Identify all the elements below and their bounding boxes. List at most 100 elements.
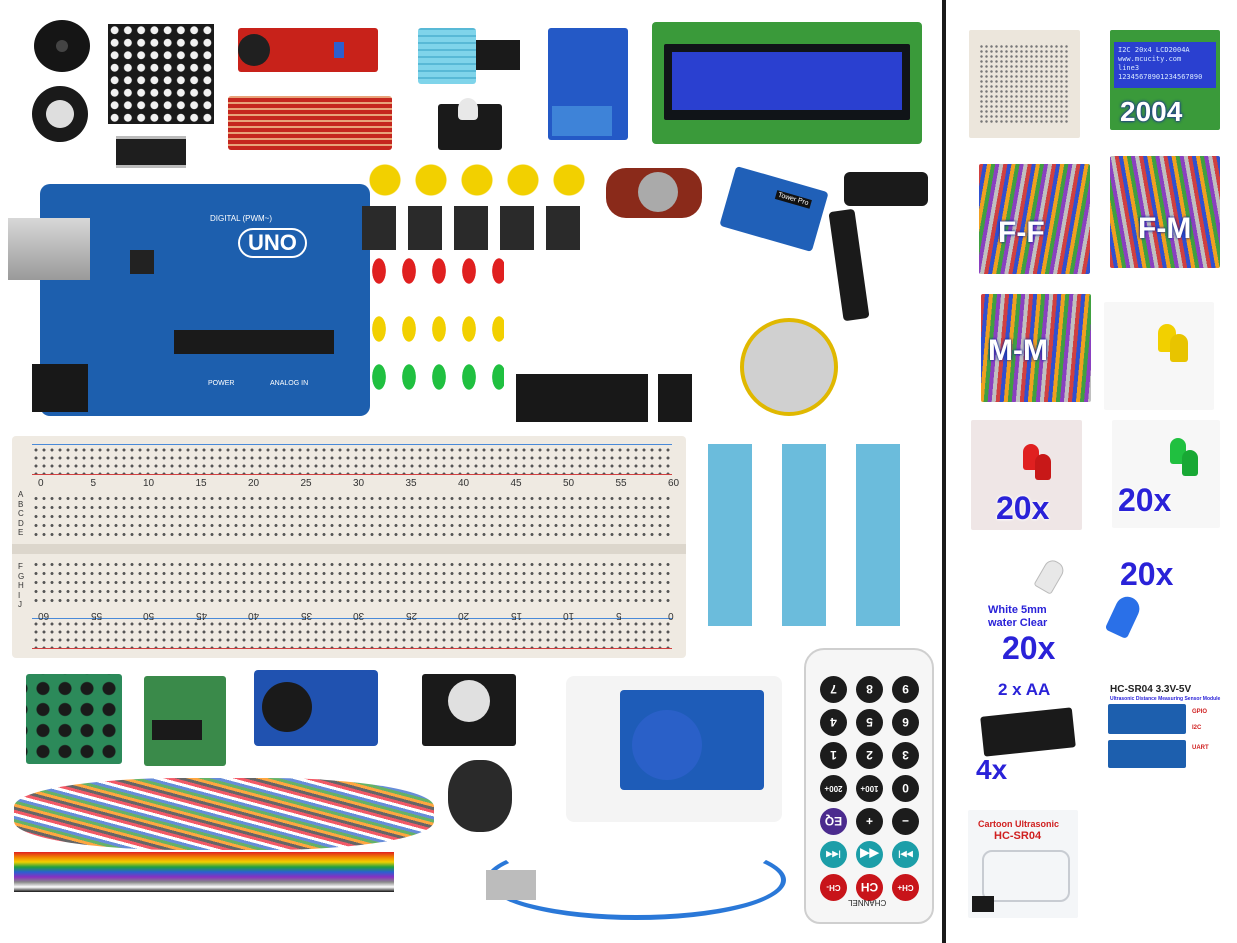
joystick-cap [448, 760, 512, 832]
breadboard-col-number: 15 [195, 478, 207, 489]
breadboard-col-number: 25 [405, 610, 417, 621]
breadboard-row-letter: H [18, 581, 24, 590]
lcd-line-1: I2C 20x4 LCD2004A [1118, 46, 1190, 54]
jumper-wire-bundle [14, 778, 434, 850]
battery-snap-connector [844, 172, 928, 206]
mm-label: M-M [988, 334, 1048, 367]
white-led-count: 20x [1002, 630, 1056, 666]
cartoon-line-2: HC-SR04 [994, 830, 1042, 842]
breadboard-col-number: 10 [563, 610, 575, 621]
breadboard-col-number: 40 [458, 478, 470, 489]
led-dot-matrix [108, 24, 214, 124]
remote-button: ▶▶| [892, 841, 919, 868]
lcd-line-4: 12345678901234567890 [1118, 73, 1203, 81]
buzzer [34, 20, 90, 72]
single-digit-7-segment-display [658, 374, 692, 422]
breadboard-col-number: 5 [615, 610, 622, 621]
lcd-line-2: www.mcucity.com [1118, 55, 1182, 63]
fm-label: F-M [1138, 212, 1192, 245]
power-header-label: POWER [208, 380, 235, 387]
battery-count: 4x [976, 754, 1008, 785]
tactile-switches [362, 206, 592, 250]
breadboard-col-number: 20 [248, 478, 260, 489]
micro-servo: Tower Pro [719, 165, 829, 253]
breadboard-row-letter: G [18, 571, 25, 581]
white-led-caption-2: water Clear [988, 617, 1048, 629]
remote-button: 1 [820, 742, 847, 769]
resistors [702, 444, 924, 626]
remote-button: − [892, 808, 919, 835]
uno-logo: UNO [238, 228, 307, 258]
ultrasonic-subtitle: Ultrasonic Distance Measuring Sensor Mod… [1110, 696, 1221, 702]
battery-holder [980, 707, 1076, 757]
lcd-1602-module [652, 22, 922, 144]
digital-header-label: DIGITAL (PWM~) [210, 214, 272, 223]
ultrasonic-module-image-2 [1108, 740, 1186, 768]
mm-jumper-tile [981, 294, 1091, 402]
remote-button: 4 [820, 709, 847, 736]
relay-module [548, 28, 628, 140]
kit-photo: UNO DIGITAL (PWM~) POWER ANALOG IN Tower… [8, 20, 934, 924]
usb-b-connector [8, 218, 90, 280]
breadboard-col-number: 50 [563, 478, 575, 489]
breadboard-row-letter: B [18, 499, 24, 509]
breadboard-col-number: 30 [353, 610, 365, 621]
cartoon-line-1: Cartoon Ultrasonic [978, 819, 1060, 829]
remote-button: |◀◀ [820, 841, 847, 868]
remote-button: 7 [820, 676, 847, 703]
4x4-keypad-module [26, 674, 122, 764]
button-caps [362, 160, 592, 200]
water-level-sensor [228, 96, 392, 150]
breadboard-col-number: 30 [353, 478, 365, 489]
potentiometer [606, 168, 702, 218]
breadboard-col-number: 0 [668, 610, 674, 621]
breadboard-col-number: 40 [248, 610, 260, 621]
shift-register-chip [116, 136, 186, 168]
analog-header-label: ANALOG IN [270, 380, 309, 387]
passive-buzzer [21, 75, 99, 153]
yellow-leds [364, 314, 504, 344]
rfid-reader-card [566, 676, 782, 822]
accessory-panel: I2C 20x4 LCD2004A www.mcucity.com line3 … [946, 0, 1237, 943]
breadboard [12, 436, 686, 658]
ff-label: F-F [998, 216, 1045, 249]
breadboard-row-letter: E [18, 528, 24, 537]
lcd-line-3: line3 [1118, 64, 1140, 72]
barrel-plug [828, 208, 870, 322]
breadboard-col-number: 35 [300, 610, 312, 621]
battery-title: 2 x AA [998, 680, 1051, 699]
breadboard-col-number: 60 [38, 610, 50, 621]
remote-button: 200+ [820, 775, 847, 802]
remote-button: 0 [892, 775, 919, 802]
fm-jumper-tile [1110, 156, 1220, 268]
yellow-led-tile [1104, 302, 1214, 410]
ultrasonic-bracket-tile [968, 810, 1078, 918]
usb-a-plug [486, 870, 536, 900]
remote-button: CH+ [892, 874, 919, 901]
white-led-icon [1033, 557, 1067, 595]
stepper-driver-board [144, 676, 226, 766]
dc-power-jack [32, 364, 88, 412]
ff-jumper-tile [979, 164, 1090, 274]
remote-button: 6 [892, 709, 919, 736]
blue-led-icon [1104, 592, 1144, 640]
breadboard-col-number: 5 [90, 478, 97, 489]
remote-button: + [856, 808, 883, 835]
rtc-module [254, 670, 378, 746]
breadboard-col-number: 20 [458, 610, 470, 621]
ultrasonic-gpio: GPIO [1192, 709, 1208, 715]
breadboard-col-number: 55 [90, 610, 102, 621]
breadboard-row-letter: D [18, 518, 24, 528]
remote-button: 3 [892, 742, 919, 769]
four-digit-7-segment-display [516, 374, 648, 422]
servo-brand-label: Tower Pro [774, 190, 812, 209]
remote-button: CH- [820, 874, 847, 901]
dht11-sensor [418, 28, 476, 84]
ultrasonic-i2c: I2C [1192, 725, 1202, 731]
green-led-tile [1112, 420, 1220, 528]
breadboard-col-number: 50 [143, 610, 155, 621]
breadboard-col-number: 60 [668, 478, 680, 489]
breadboard-col-number: 10 [143, 478, 155, 489]
breadboard-col-number: 45 [510, 478, 522, 489]
sound-sensor-module [238, 28, 378, 72]
